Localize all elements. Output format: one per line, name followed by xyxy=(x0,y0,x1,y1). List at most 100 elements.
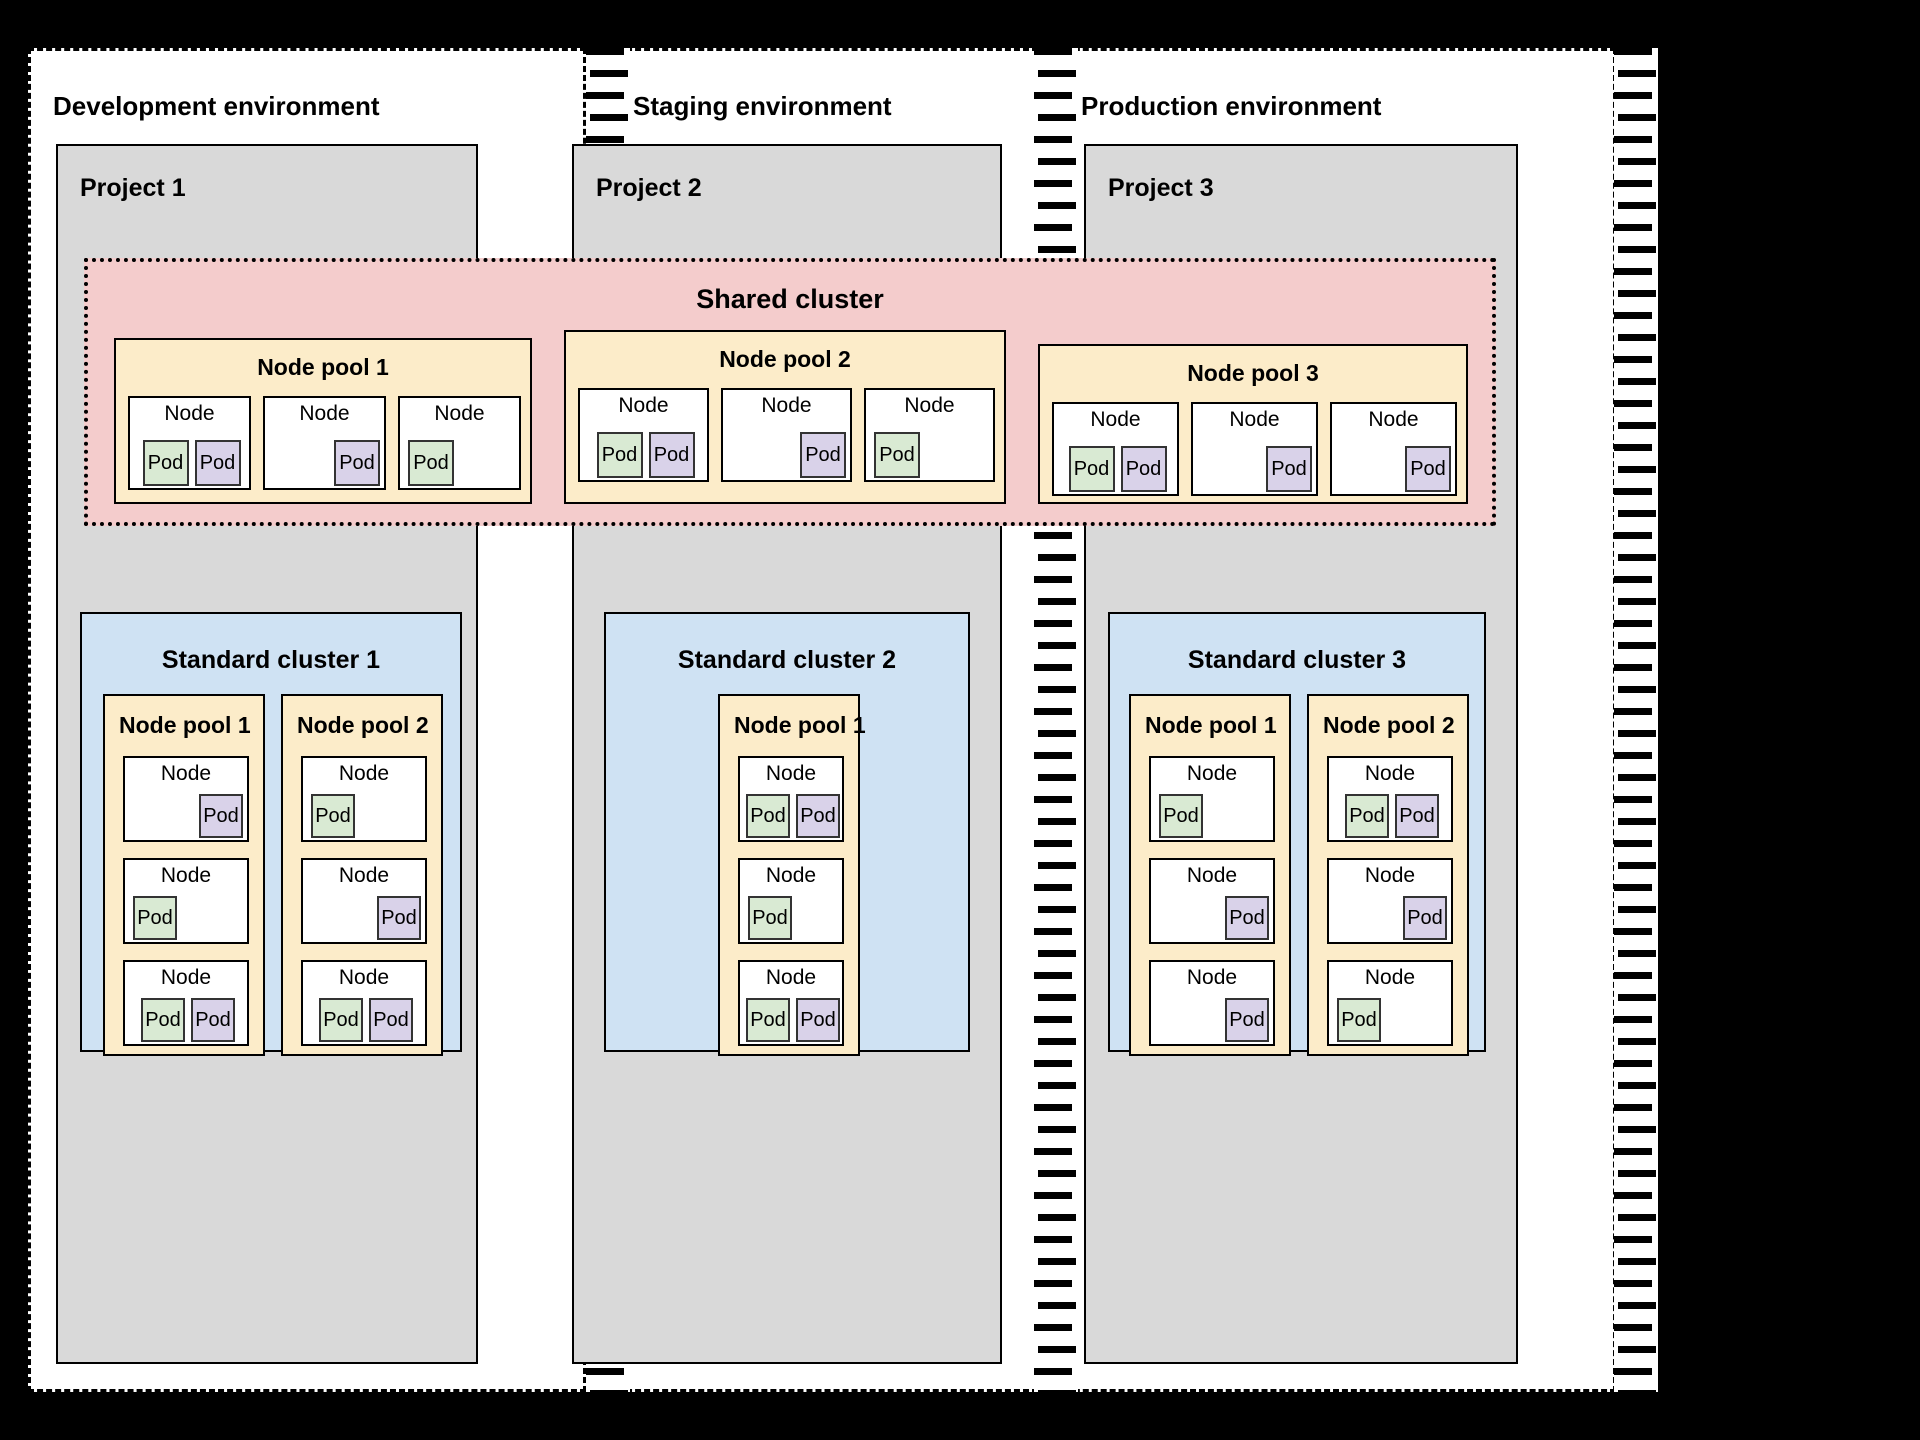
pod-purple: Pod xyxy=(648,432,695,478)
separator-hatch-line xyxy=(1034,1060,1072,1067)
separator-hatch-line xyxy=(1038,1390,1076,1392)
separator-hatch-line xyxy=(1614,620,1652,627)
pod-purple: Pod xyxy=(800,432,846,478)
separator-hatch-line xyxy=(1618,1082,1656,1089)
separator-hatch-line xyxy=(1034,708,1072,715)
separator-hatch-line xyxy=(1038,950,1076,957)
pod-green: Pod xyxy=(133,896,177,940)
node-label: Node xyxy=(761,394,812,417)
pod-purple: Pod xyxy=(334,440,380,486)
node-label: Node xyxy=(1364,864,1416,887)
separator-hatch-line xyxy=(1614,356,1652,363)
separator-hatch-line xyxy=(1618,598,1656,605)
node-label: Node xyxy=(299,402,350,425)
separator-hatch-line xyxy=(1618,554,1656,561)
separator-hatch-line xyxy=(1614,92,1652,99)
separator-hatch-line xyxy=(1618,1214,1656,1221)
separator-hatch-line xyxy=(1618,730,1656,737)
separator-hatch-line xyxy=(1034,1104,1072,1111)
separator-hatch-line xyxy=(1618,334,1656,341)
separator-hatch-line xyxy=(1034,1236,1072,1243)
separator-hatch-line xyxy=(1618,378,1656,385)
pod-purple: Pod xyxy=(796,998,840,1042)
separator-hatch-line xyxy=(1038,774,1076,781)
separator-hatch-line xyxy=(1038,598,1076,605)
separator-hatch-line xyxy=(590,70,628,77)
separator-hatch-line xyxy=(1034,1016,1072,1023)
project-title-2: Project 2 xyxy=(596,174,702,202)
separator-hatch-line xyxy=(1614,224,1652,231)
separator-hatch-line xyxy=(1618,510,1656,517)
separator-hatch-line xyxy=(586,136,624,143)
separator-hatch-line xyxy=(1618,1390,1656,1392)
separator-hatch-line xyxy=(1038,862,1076,869)
separator-hatch-line xyxy=(1038,70,1076,77)
separator-hatch-line xyxy=(1038,730,1076,737)
separator-hatch-line xyxy=(1614,1016,1652,1023)
node-pool-label: Node pool 1 xyxy=(257,354,389,380)
separator-hatch-line xyxy=(1038,1038,1076,1045)
separator-hatch-line xyxy=(1614,752,1652,759)
separator-hatch-line xyxy=(1038,202,1076,209)
separator-hatch-line xyxy=(1618,290,1656,297)
standard-cluster-title: Standard cluster 1 xyxy=(161,646,381,674)
separator-hatch-line xyxy=(1618,70,1656,77)
separator-hatch-line xyxy=(1618,862,1656,869)
separator-hatch-line xyxy=(1034,884,1072,891)
node-pool-label: Node pool 2 xyxy=(719,346,851,372)
node-label: Node xyxy=(618,394,669,417)
environment-title-staging: Staging environment xyxy=(633,91,892,121)
separator-hatch-line xyxy=(1618,1346,1656,1353)
pod-purple: Pod xyxy=(369,998,413,1042)
pod-purple: Pod xyxy=(1405,446,1451,492)
separator-hatch-line xyxy=(1614,928,1652,935)
separator-hatch-line xyxy=(1034,1148,1072,1155)
pod-purple: Pod xyxy=(1120,446,1167,492)
node-label: Node xyxy=(1186,966,1238,989)
node-pool-label: Node pool 1 xyxy=(734,712,866,738)
separator-hatch-line xyxy=(1614,1060,1652,1067)
separator-hatch-line xyxy=(1618,818,1656,825)
pod-purple: Pod xyxy=(1225,998,1269,1042)
separator-hatch-line xyxy=(1614,1368,1652,1375)
node-label: Node xyxy=(765,864,817,887)
pod-purple: Pod xyxy=(194,440,241,486)
node-pool-label: Node pool 1 xyxy=(1145,712,1277,738)
separator-hatch-line xyxy=(1038,1346,1076,1353)
separator-hatch-line xyxy=(1614,1324,1652,1331)
node-label: Node xyxy=(1186,864,1238,887)
pod-green: Pod xyxy=(311,794,355,838)
pod-green: Pod xyxy=(596,432,643,478)
separator-hatch-line xyxy=(1618,774,1656,781)
node-label: Node xyxy=(765,762,817,785)
separator-hatch-line xyxy=(1034,928,1072,935)
node-label: Node xyxy=(160,762,212,785)
separator-hatch-line xyxy=(1614,708,1652,715)
separator-hatch-line xyxy=(1614,180,1652,187)
separator-hatch-line xyxy=(1034,620,1072,627)
separator-hatch-line xyxy=(1034,180,1072,187)
pod-green: Pod xyxy=(1159,794,1203,838)
separator-hatch-line xyxy=(1034,1324,1072,1331)
node-pool-label: Node pool 1 xyxy=(119,712,251,738)
separator-hatch-line xyxy=(1614,1280,1652,1287)
